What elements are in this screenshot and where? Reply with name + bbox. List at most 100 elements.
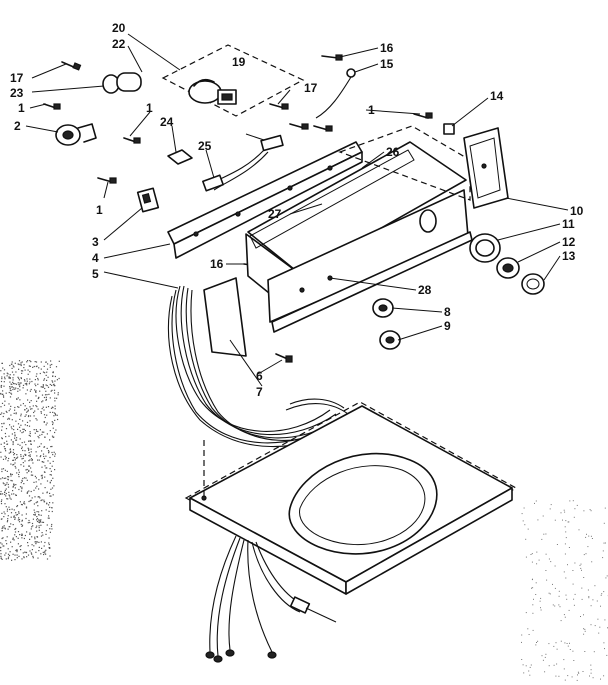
noise-speck [20,503,23,506]
noise-speck [54,405,56,407]
noise-speck [52,436,54,438]
noise-speck [45,533,47,535]
noise-speck [22,552,24,554]
noise-speck [40,483,42,485]
noise-speck [14,406,16,409]
noise-speck [37,430,39,433]
noise-speck [29,431,31,433]
noise-speck [35,551,37,553]
noise-speck [39,520,41,522]
noise-speck [54,408,56,410]
noise-speck [43,378,46,380]
callout-1: 1 [146,101,153,115]
noise-speck [36,511,38,513]
noise-speck [34,536,36,538]
noise-speck [35,385,37,387]
noise-speck [41,431,43,433]
noise-speck [39,429,41,431]
noise-speck [32,405,34,407]
noise-speck [9,497,11,499]
noise-speck [604,648,605,650]
rotary-switch [55,123,97,146]
noise-speck [36,530,38,532]
noise-speck [54,469,56,471]
noise-speck [590,605,592,607]
noise-speck [38,496,40,498]
noise-speck [49,456,51,459]
noise-speck [558,675,560,677]
noise-speck [0,451,2,453]
noise-speck [6,521,8,523]
noise-speck [15,467,17,469]
noise-speck [9,551,11,553]
noise-speck [6,543,8,545]
noise-speck [603,591,605,593]
noise-speck [3,525,5,527]
noise-speck [24,453,26,455]
noise-speck [4,554,6,556]
noise-speck [553,645,555,647]
noise-speck [35,395,37,397]
noise-speck [0,550,2,552]
noise-speck [33,411,35,414]
noise-speck [14,409,16,411]
noise-speck [29,401,31,403]
noise-speck [4,491,6,493]
noise-speck [597,618,599,620]
noise-speck [33,509,35,511]
noise-speck [15,383,18,385]
noise-speck [554,565,556,567]
noise-speck [10,475,12,477]
noise-speck [580,616,581,617]
noise-speck [2,493,4,495]
noise-speck [30,388,32,391]
noise-speck [39,372,41,375]
noise-speck [25,393,27,395]
noise-speck [22,462,24,464]
noise-speck [51,507,53,509]
noise-speck [39,456,41,458]
noise-speck [2,482,4,484]
noise-speck [12,553,14,555]
noise-speck [25,506,28,508]
noise-speck [554,519,556,521]
noise-speck [590,535,592,537]
noise-speck [587,546,589,548]
noise-speck [50,479,52,482]
callout-1: 1 [368,103,375,117]
noise-speck [19,389,21,391]
noise-speck [17,531,20,533]
noise-speck [51,421,53,423]
callout-8: 8 [444,305,451,319]
noise-speck [602,550,604,552]
noise-speck [46,379,48,381]
noise-speck [600,594,602,596]
noise-speck [531,587,532,589]
noise-speck [19,545,21,548]
noise-speck [535,594,537,595]
noise-speck [522,520,524,522]
noise-speck [12,524,14,526]
noise-speck [36,406,38,408]
noise-speck [601,593,603,595]
noise-speck [558,604,560,606]
noise-speck [23,441,26,443]
noise-speck [531,553,533,555]
noise-speck [34,389,36,391]
noise-speck [21,514,23,516]
noise-speck [5,410,7,412]
noise-speck [565,520,567,522]
noise-speck [46,414,48,416]
noise-speck [4,484,6,486]
noise-speck [569,649,571,650]
noise-speck [57,392,59,394]
noise-speck [10,439,12,441]
noise-speck [2,545,4,547]
noise-speck [554,605,556,607]
noise-speck [9,387,11,390]
noise-speck [49,397,51,399]
noise-speck [38,437,40,439]
noise-speck [32,555,34,557]
noise-speck [32,525,34,527]
noise-speck [568,521,570,523]
